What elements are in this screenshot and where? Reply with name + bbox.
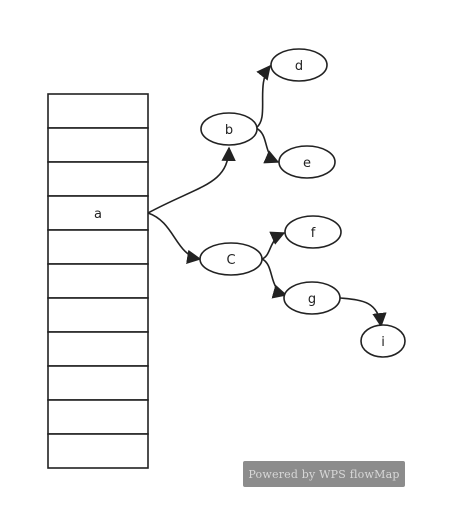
node-e: e bbox=[278, 145, 336, 179]
array-cell-10 bbox=[47, 433, 149, 469]
edges bbox=[147, 64, 387, 328]
watermark-text: Powered by WPS flowMap bbox=[248, 467, 400, 481]
array-cell-8 bbox=[47, 365, 149, 401]
array-cell-1 bbox=[47, 127, 149, 163]
edge-b-d bbox=[255, 64, 271, 129]
array-cell-9 bbox=[47, 399, 149, 435]
array-column: a bbox=[47, 93, 149, 469]
array-cell-label-a: a bbox=[94, 207, 102, 222]
edge-c-g bbox=[261, 258, 288, 299]
array-cell-0 bbox=[47, 93, 149, 129]
node-i-label: i bbox=[381, 335, 385, 350]
array-cell-5 bbox=[47, 263, 149, 299]
edge-b-e bbox=[255, 127, 280, 164]
edge-g-i bbox=[339, 297, 387, 328]
array-cell-4 bbox=[47, 229, 149, 265]
node-b-label: b bbox=[225, 123, 233, 138]
node-d: d bbox=[270, 48, 328, 82]
node-i: i bbox=[360, 324, 406, 358]
node-b: b bbox=[200, 112, 258, 146]
node-g: g bbox=[283, 281, 341, 315]
array-cell-7 bbox=[47, 331, 149, 367]
array-cell-6 bbox=[47, 297, 149, 333]
edge-a-b bbox=[147, 146, 236, 214]
node-f: f bbox=[284, 215, 342, 249]
node-c: C bbox=[199, 242, 263, 276]
edge-c-f bbox=[261, 231, 286, 260]
array-cell-2 bbox=[47, 161, 149, 197]
array-cell-3 bbox=[47, 195, 149, 231]
edge-a-c bbox=[147, 212, 202, 265]
watermark-badge: Powered by WPS flowMap bbox=[243, 461, 405, 487]
node-d-label: d bbox=[295, 59, 303, 74]
node-c-label: C bbox=[226, 253, 235, 268]
node-g-label: g bbox=[308, 292, 316, 307]
node-f-label: f bbox=[311, 226, 316, 241]
node-e-label: e bbox=[303, 156, 311, 171]
